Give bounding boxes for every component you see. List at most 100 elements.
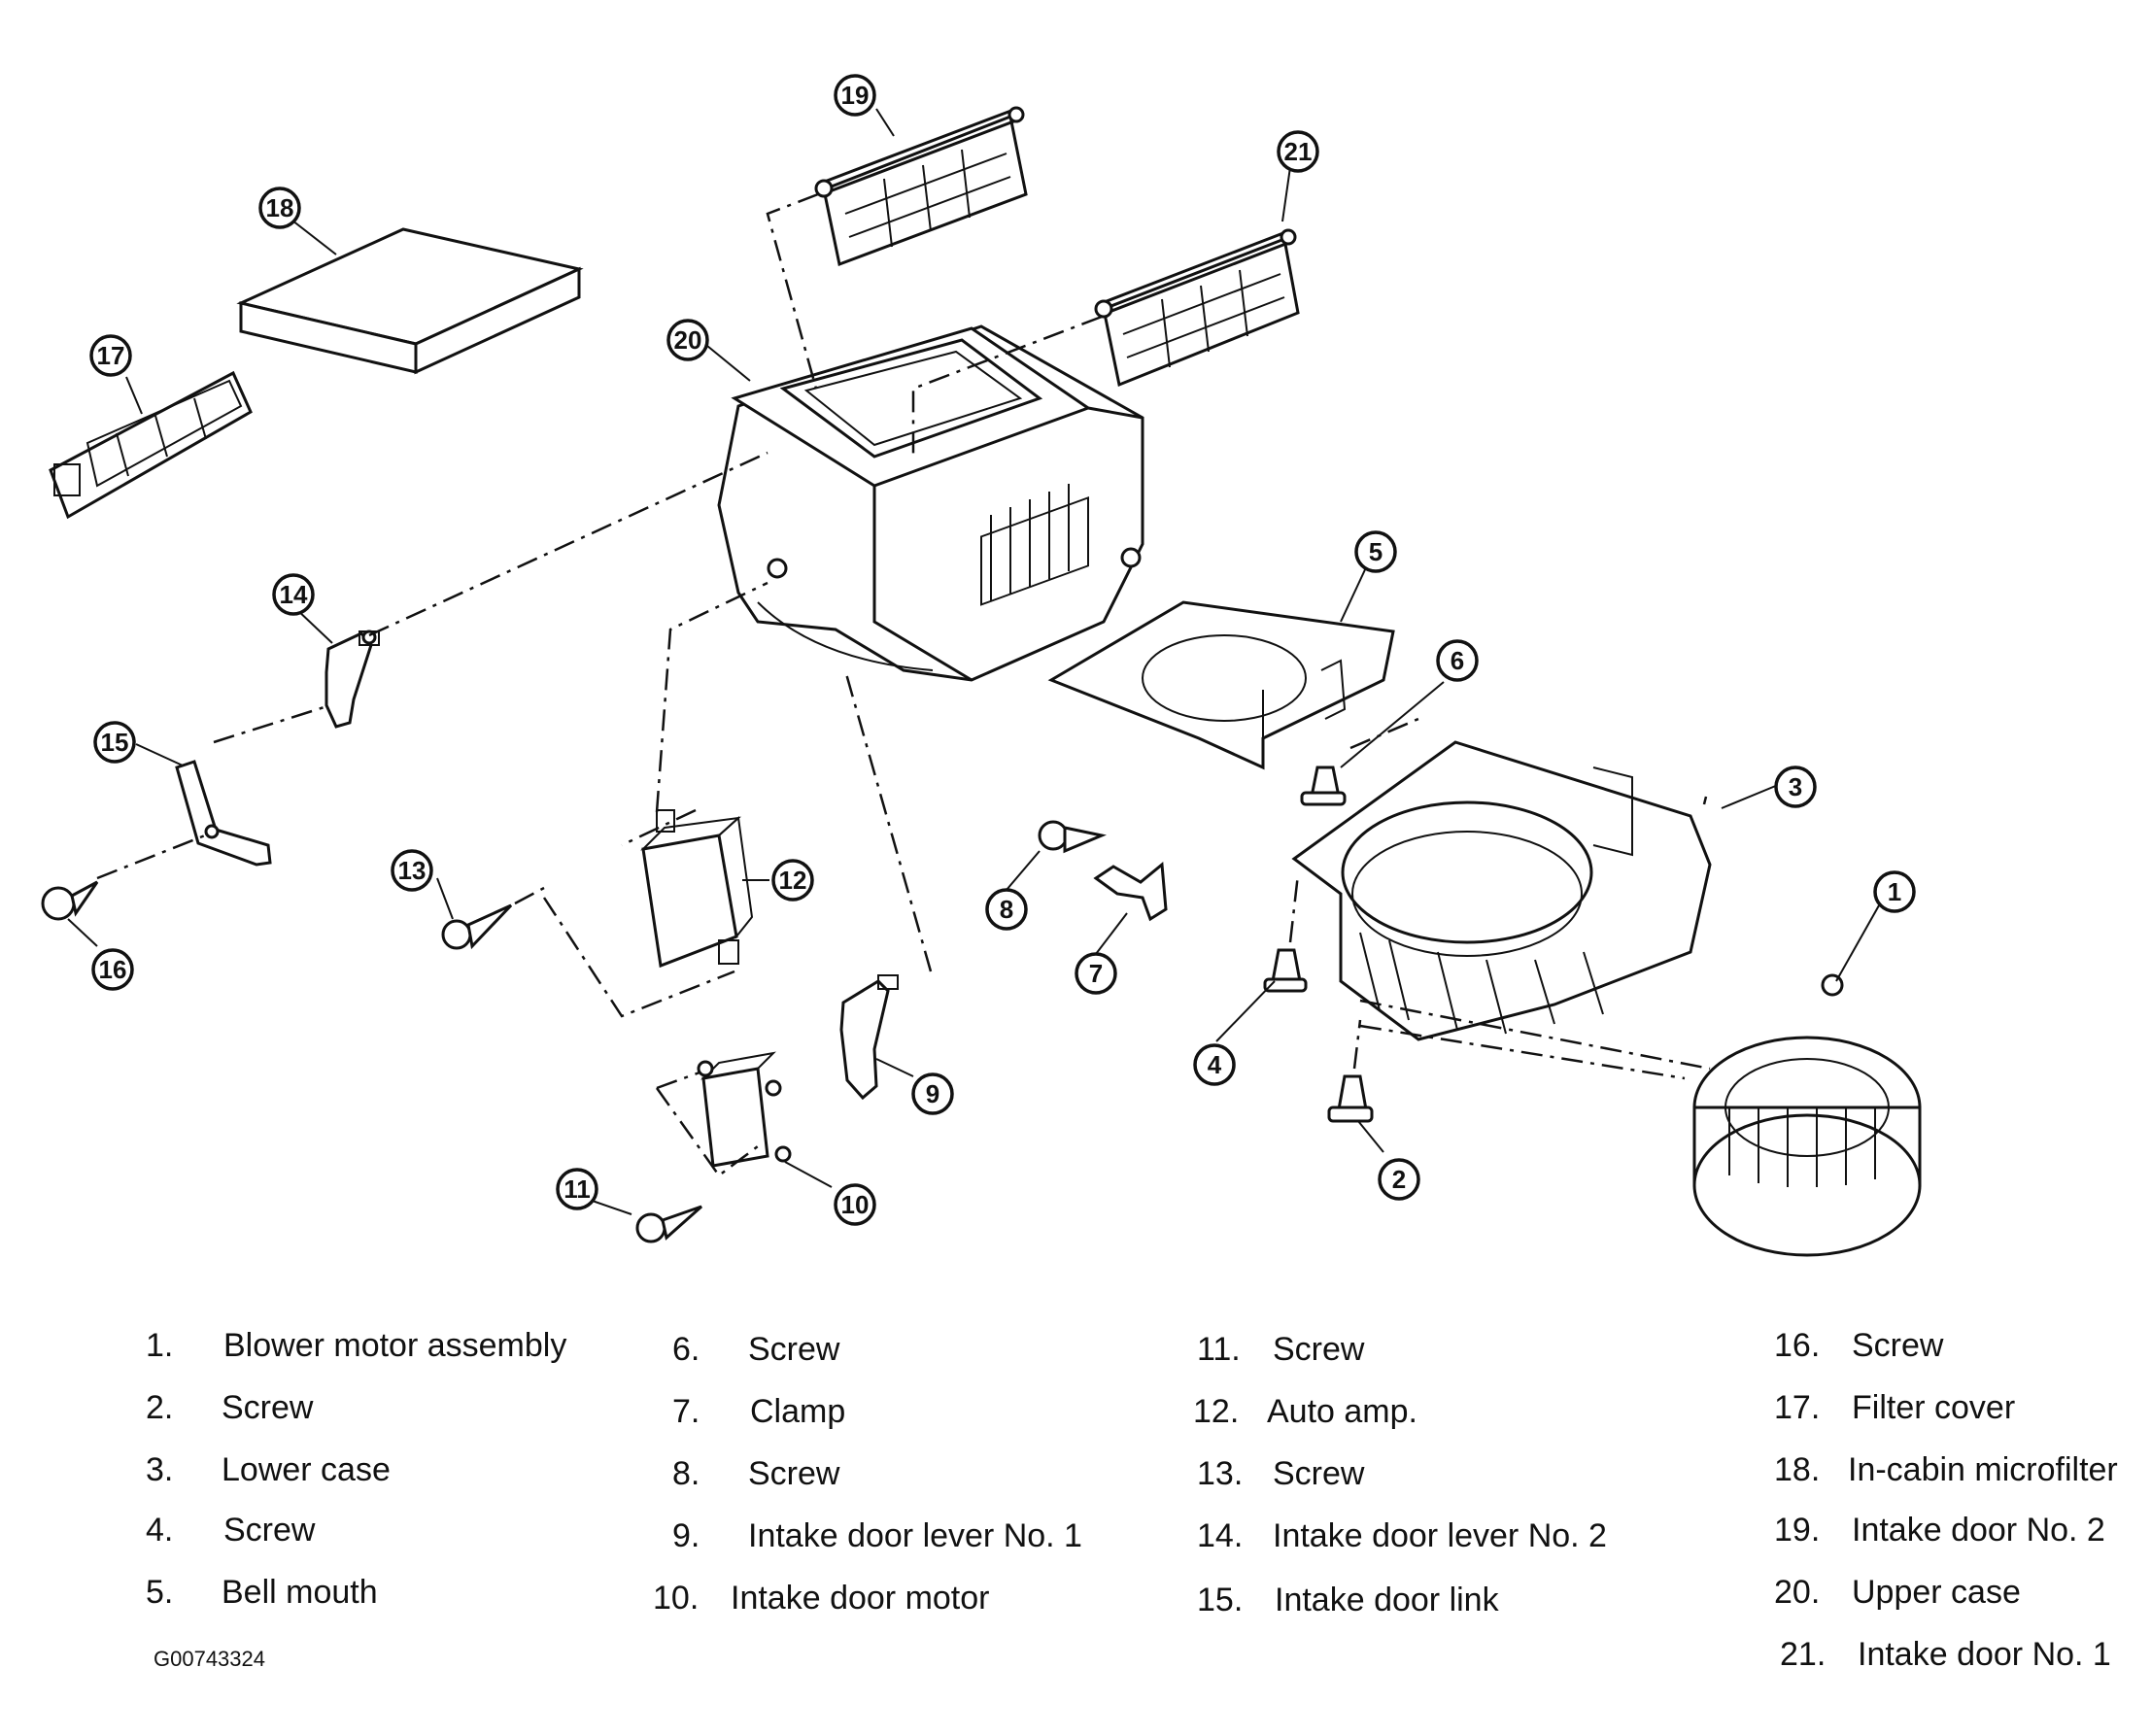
- part-intake-door-link: [175, 760, 272, 867]
- legend-number: 5.: [146, 1574, 174, 1611]
- screw-11: [635, 1205, 702, 1243]
- legend-number: 15.: [1197, 1582, 1244, 1618]
- legend-number: 17.: [1774, 1389, 1821, 1426]
- legend-number: 4.: [146, 1512, 174, 1549]
- part-intake-door-lever-no2: [324, 630, 380, 729]
- svg-text:19: 19: [841, 81, 870, 110]
- callout-13: 13: [391, 849, 433, 892]
- screw-13: [441, 903, 513, 950]
- legend-number: 11.: [1197, 1331, 1241, 1368]
- screw-16: [41, 880, 99, 921]
- svg-text:13: 13: [398, 856, 427, 885]
- callout-10: 10: [834, 1183, 876, 1226]
- legend-number: 19.: [1774, 1512, 1821, 1549]
- legend-label: Filter cover: [1852, 1389, 2016, 1426]
- svg-text:20: 20: [674, 325, 702, 355]
- callout-2: 2: [1378, 1158, 1420, 1201]
- legend-number: 16.: [1774, 1327, 1821, 1364]
- callout-5: 5: [1354, 530, 1397, 573]
- part-in-cabin-microfilter: [236, 227, 584, 375]
- legend-label: Screw: [1273, 1331, 1365, 1368]
- legend-label: Screw: [748, 1455, 840, 1492]
- part-intake-door-no2: [814, 106, 1028, 267]
- legend-label: Lower case: [222, 1451, 391, 1488]
- legend-number: 3.: [146, 1451, 174, 1488]
- svg-text:6: 6: [1451, 646, 1464, 675]
- svg-text:17: 17: [97, 341, 125, 370]
- callout-1: 1: [1873, 870, 1916, 913]
- svg-text:3: 3: [1789, 772, 1802, 801]
- legend-number: 14.: [1197, 1517, 1244, 1554]
- svg-text:7: 7: [1089, 959, 1103, 988]
- svg-text:21: 21: [1284, 137, 1313, 166]
- legend-label: Screw: [1273, 1455, 1365, 1492]
- callout-6: 6: [1436, 639, 1479, 682]
- legend-number: 10.: [653, 1580, 700, 1617]
- legend-number: 12.: [1193, 1393, 1240, 1430]
- callout-21: 21: [1277, 130, 1319, 173]
- legend-label: Screw: [223, 1512, 316, 1549]
- legend-number: 18.: [1774, 1451, 1821, 1488]
- callout-19: 19: [834, 74, 876, 117]
- leader-lines: [67, 108, 1880, 1215]
- part-lower-case: [1291, 740, 1712, 1041]
- legend-label: Intake door No. 2: [1852, 1512, 2105, 1549]
- screw-6: [1300, 766, 1347, 806]
- legend-number: 21.: [1780, 1636, 1827, 1673]
- svg-text:2: 2: [1392, 1165, 1406, 1194]
- svg-text:16: 16: [99, 955, 127, 984]
- callout-20: 20: [666, 319, 709, 361]
- part-upper-case: [717, 324, 1144, 682]
- legend-label: Intake door No. 1: [1858, 1636, 2111, 1673]
- legend-number: 13.: [1197, 1455, 1244, 1492]
- legend-number: 9.: [672, 1517, 700, 1554]
- legend-label: Intake door link: [1275, 1582, 1499, 1618]
- legend-label: Intake door lever No. 1: [748, 1517, 1082, 1554]
- screw-2: [1327, 1074, 1374, 1123]
- callout-11: 11: [556, 1168, 598, 1210]
- part-intake-door-motor: [697, 1051, 792, 1168]
- legend-number: 1.: [146, 1327, 174, 1364]
- callout-15: 15: [93, 721, 136, 764]
- callout-16: 16: [91, 948, 134, 991]
- part-clamp: [1093, 862, 1168, 922]
- svg-text:8: 8: [1000, 895, 1013, 924]
- legend-label: Screw: [1852, 1327, 1944, 1364]
- figure-id: G00743324: [154, 1647, 265, 1671]
- callout-17: 17: [89, 334, 132, 377]
- svg-text:4: 4: [1208, 1050, 1222, 1079]
- legend-number: 2.: [146, 1389, 174, 1426]
- part-auto-amp: [640, 809, 754, 969]
- part-filter-cover: [49, 370, 253, 520]
- legend-label: Bell mouth: [222, 1574, 378, 1611]
- legend-number: 6.: [672, 1331, 700, 1368]
- callout-12: 12: [771, 859, 814, 902]
- legend-label: Screw: [222, 1389, 314, 1426]
- svg-text:11: 11: [563, 1174, 591, 1204]
- svg-text:14: 14: [280, 580, 308, 609]
- part-blower-motor-assembly: [1692, 973, 1922, 1257]
- callout-18: 18: [258, 187, 301, 229]
- legend-label: In-cabin microfilter: [1848, 1451, 2118, 1488]
- screw-4: [1263, 948, 1308, 993]
- legend-label: Clamp: [750, 1393, 846, 1430]
- legend-label: Blower motor assembly: [223, 1327, 567, 1364]
- legend-label: Upper case: [1852, 1574, 2021, 1611]
- callout-7: 7: [1075, 952, 1117, 995]
- legend-label: Intake door motor: [731, 1580, 990, 1617]
- callout-3: 3: [1774, 766, 1817, 808]
- legend-label: Intake door lever No. 2: [1273, 1517, 1607, 1554]
- screw-8: [1038, 820, 1108, 854]
- svg-text:1: 1: [1888, 877, 1901, 906]
- svg-text:5: 5: [1369, 537, 1383, 566]
- callout-14: 14: [272, 573, 315, 616]
- legend-number: 8.: [672, 1455, 700, 1492]
- legend-label: Auto amp.: [1267, 1393, 1417, 1430]
- legend-number: 20.: [1774, 1574, 1821, 1611]
- callout-9: 9: [911, 1072, 954, 1115]
- part-bell-mouth: [1047, 600, 1395, 770]
- svg-text:10: 10: [841, 1190, 870, 1219]
- svg-text:9: 9: [926, 1079, 939, 1108]
- svg-text:15: 15: [101, 728, 129, 757]
